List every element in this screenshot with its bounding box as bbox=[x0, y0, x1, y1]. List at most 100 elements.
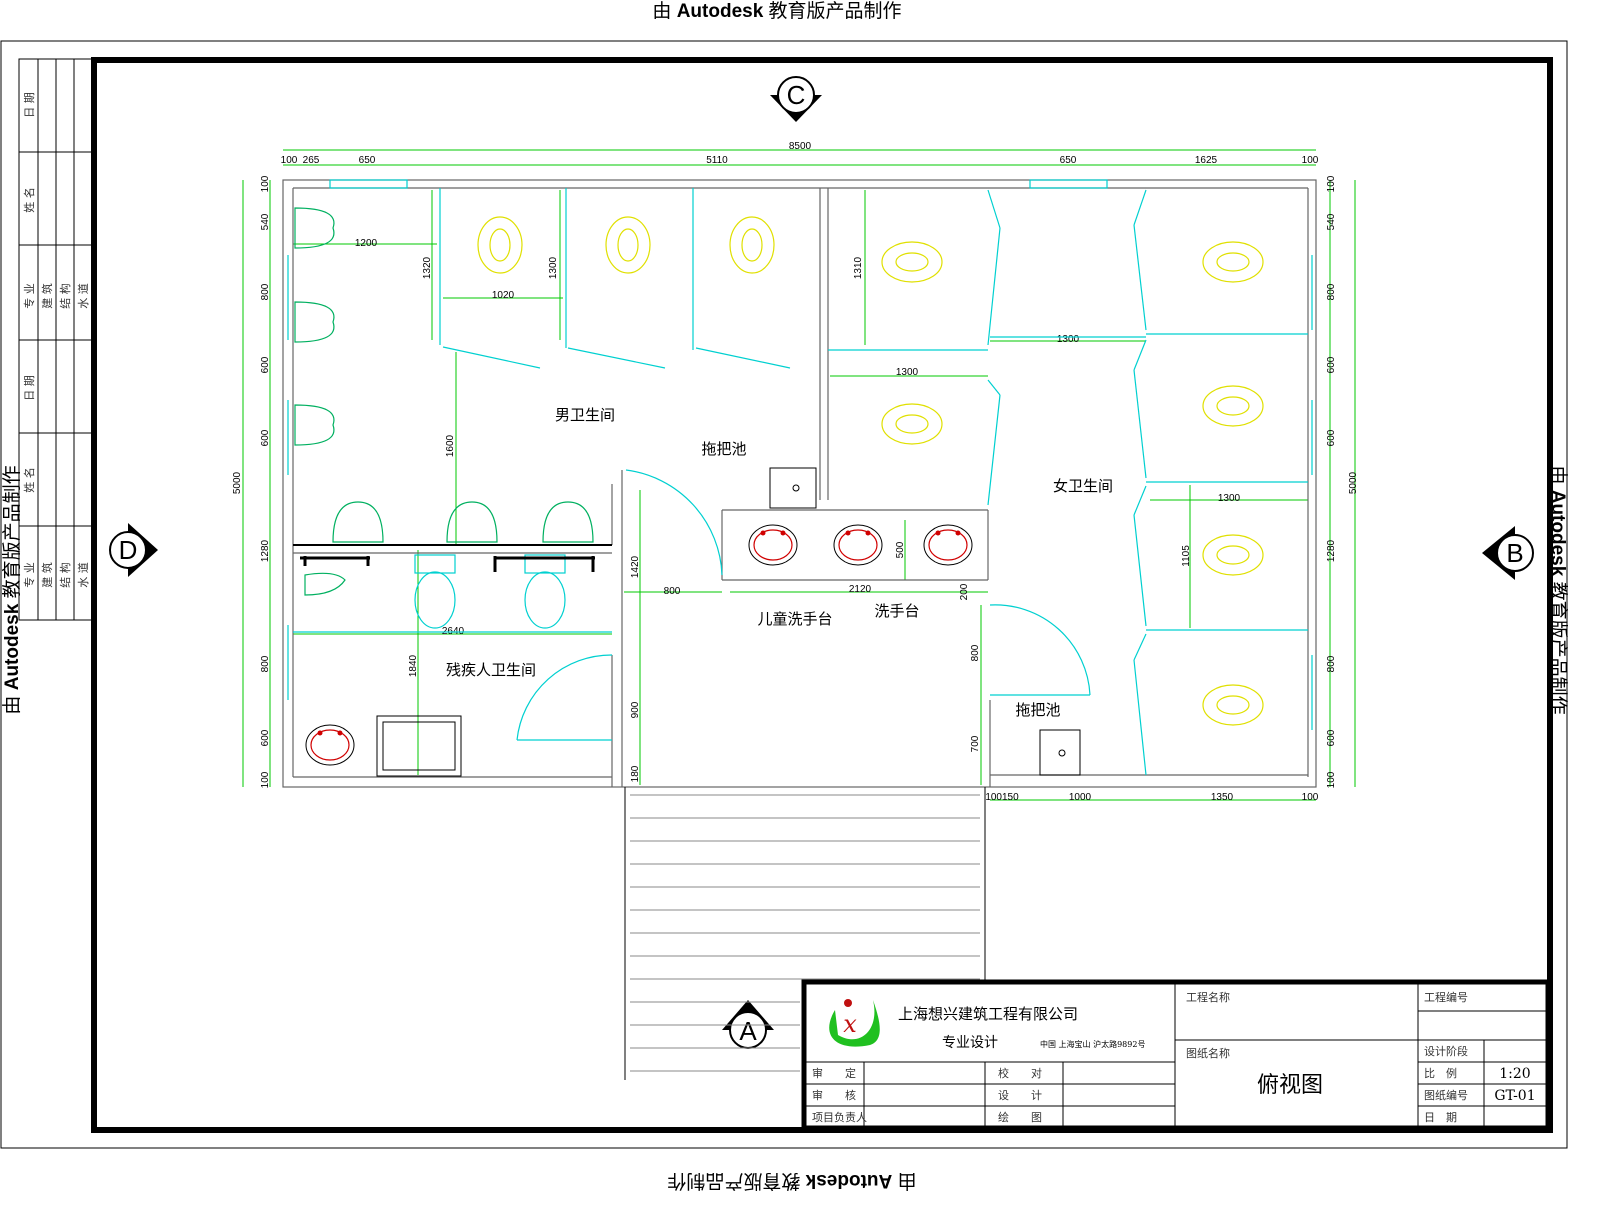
dimension-label: 800 bbox=[1326, 655, 1337, 672]
label-accessible-room: 残疾人卫生间 bbox=[446, 661, 536, 679]
sink bbox=[748, 524, 798, 566]
svg-text:工程名称: 工程名称 bbox=[1186, 990, 1230, 1004]
section-marker-c: C bbox=[770, 76, 822, 122]
dimension-label: 800 bbox=[1326, 283, 1337, 300]
squat-toilet bbox=[1202, 241, 1264, 283]
svg-text:1000: 1000 bbox=[1069, 792, 1092, 803]
label-kids-basin: 儿童洗手台 bbox=[757, 610, 832, 628]
drawing-name: 俯视图 bbox=[1257, 1073, 1323, 1098]
dimension-label: 1280 bbox=[1326, 539, 1337, 562]
dimension-label: 1280 bbox=[260, 539, 271, 562]
svg-text:D: D bbox=[119, 535, 138, 565]
walls bbox=[282, 179, 1317, 788]
svg-text:100: 100 bbox=[1302, 155, 1319, 166]
dimension-label: 1300 bbox=[1057, 334, 1080, 345]
svg-text:图纸名称: 图纸名称 bbox=[1186, 1046, 1230, 1060]
dimension-label: 1020 bbox=[492, 290, 515, 301]
svg-text:C: C bbox=[787, 80, 806, 110]
title-block: x 上海想兴建筑工程有限公司 专业设计 中国 上海宝山 沪太路9892号 工程名… bbox=[801, 979, 1551, 1131]
dimension-label: 1200 bbox=[355, 238, 378, 249]
dimension-label: 2120 bbox=[849, 584, 872, 595]
svg-text:A: A bbox=[739, 1016, 757, 1046]
drawing-number: GT-01 bbox=[1494, 1088, 1535, 1104]
wash-basin bbox=[304, 572, 346, 596]
svg-text:265: 265 bbox=[303, 155, 320, 166]
watermark-bottom: 由 Autodesk 教育版产品制作 bbox=[667, 1170, 916, 1192]
svg-text:5000: 5000 bbox=[232, 471, 243, 494]
company-logo: x bbox=[829, 999, 880, 1047]
svg-text:图纸编号: 图纸编号 bbox=[1424, 1088, 1468, 1102]
fixtures bbox=[294, 207, 1264, 766]
dimension-label: 600 bbox=[1326, 729, 1337, 746]
svg-text:x: x bbox=[843, 1010, 857, 1038]
dimension-label: 1300 bbox=[548, 256, 559, 279]
svg-text:比 例: 比 例 bbox=[1424, 1066, 1457, 1080]
svg-text:100: 100 bbox=[1302, 792, 1319, 803]
svg-text:水 道: 水 道 bbox=[76, 283, 90, 309]
toilet bbox=[524, 554, 566, 629]
svg-text:设 计: 设 计 bbox=[998, 1089, 1042, 1102]
dimension-lines bbox=[242, 149, 1356, 801]
squat-toilet bbox=[881, 241, 943, 283]
dimension-label: 600 bbox=[1326, 429, 1337, 446]
svg-text:8500: 8500 bbox=[789, 141, 812, 152]
svg-text:B: B bbox=[1506, 538, 1523, 568]
section-marker-a: A bbox=[722, 1000, 774, 1049]
svg-text:100: 100 bbox=[281, 155, 298, 166]
dimension-label: 500 bbox=[895, 541, 906, 558]
wash-basin bbox=[542, 501, 594, 543]
section-marker-b: B bbox=[1482, 526, 1534, 580]
svg-text:审 核: 审 核 bbox=[812, 1088, 856, 1102]
dimension-label: 100 bbox=[1326, 175, 1337, 192]
urinal bbox=[294, 207, 335, 249]
dimension-label: 1300 bbox=[1218, 493, 1241, 504]
dimension-label: 800 bbox=[260, 283, 271, 300]
company-name: 上海想兴建筑工程有限公司 bbox=[898, 1005, 1078, 1023]
svg-text:1625: 1625 bbox=[1195, 155, 1218, 166]
squat-toilet bbox=[605, 216, 651, 274]
svg-text:校 对: 校 对 bbox=[998, 1066, 1042, 1080]
dimension-label: 1310 bbox=[853, 256, 864, 279]
squat-toilet bbox=[477, 216, 523, 274]
svg-text:建 筑: 建 筑 bbox=[40, 283, 54, 309]
svg-text:工程编号: 工程编号 bbox=[1424, 990, 1468, 1004]
label-mens-room: 男卫生间 bbox=[555, 406, 615, 424]
svg-text:5000: 5000 bbox=[1348, 471, 1359, 494]
company-tagline: 专业设计 bbox=[942, 1035, 998, 1051]
svg-text:结 构: 结 构 bbox=[58, 562, 72, 588]
sink bbox=[923, 524, 973, 566]
dimension-label: 1840 bbox=[408, 654, 419, 677]
dimension-label: 200 bbox=[959, 583, 970, 600]
svg-text:专 业: 专 业 bbox=[22, 562, 36, 588]
toilet bbox=[414, 554, 456, 629]
svg-text:水 道: 水 道 bbox=[76, 562, 90, 588]
squat-toilet bbox=[1202, 385, 1264, 427]
squat-toilet bbox=[881, 403, 943, 445]
svg-text:姓 名: 姓 名 bbox=[22, 187, 36, 213]
svg-text:专 业: 专 业 bbox=[22, 283, 36, 309]
label-mop-sink: 拖把池 bbox=[701, 440, 746, 458]
mop-sink-1 bbox=[769, 467, 817, 509]
dimension-label: 600 bbox=[260, 429, 271, 446]
label-womens-room: 女卫生间 bbox=[1053, 477, 1113, 495]
dimension-label: 180 bbox=[630, 765, 641, 782]
dimension-label: 600 bbox=[260, 729, 271, 746]
shower-grate bbox=[376, 715, 462, 777]
section-marker-d: D bbox=[109, 523, 158, 577]
dimension-label: 100 bbox=[1326, 771, 1337, 788]
svg-text:设计阶段: 设计阶段 bbox=[1424, 1044, 1468, 1058]
watermark-left: 由 Autodesk 教育版产品制作 bbox=[1, 465, 23, 714]
svg-text:日 期: 日 期 bbox=[23, 375, 36, 401]
squat-toilet bbox=[729, 216, 775, 274]
dimension-label: 1105 bbox=[1181, 545, 1192, 567]
svg-text:绘 图: 绘 图 bbox=[998, 1110, 1042, 1124]
dimension-label: 1320 bbox=[422, 256, 433, 279]
dimension-label: 1420 bbox=[630, 555, 641, 578]
dimension-label: 600 bbox=[1326, 356, 1337, 373]
squat-toilet bbox=[1202, 684, 1264, 726]
label-mop-sink-2: 拖把池 bbox=[1015, 701, 1060, 719]
scale-value: 1:20 bbox=[1499, 1066, 1530, 1082]
urinal bbox=[294, 404, 335, 446]
outer-frame bbox=[0, 40, 1568, 1149]
dimension-label: 1300 bbox=[896, 367, 919, 378]
